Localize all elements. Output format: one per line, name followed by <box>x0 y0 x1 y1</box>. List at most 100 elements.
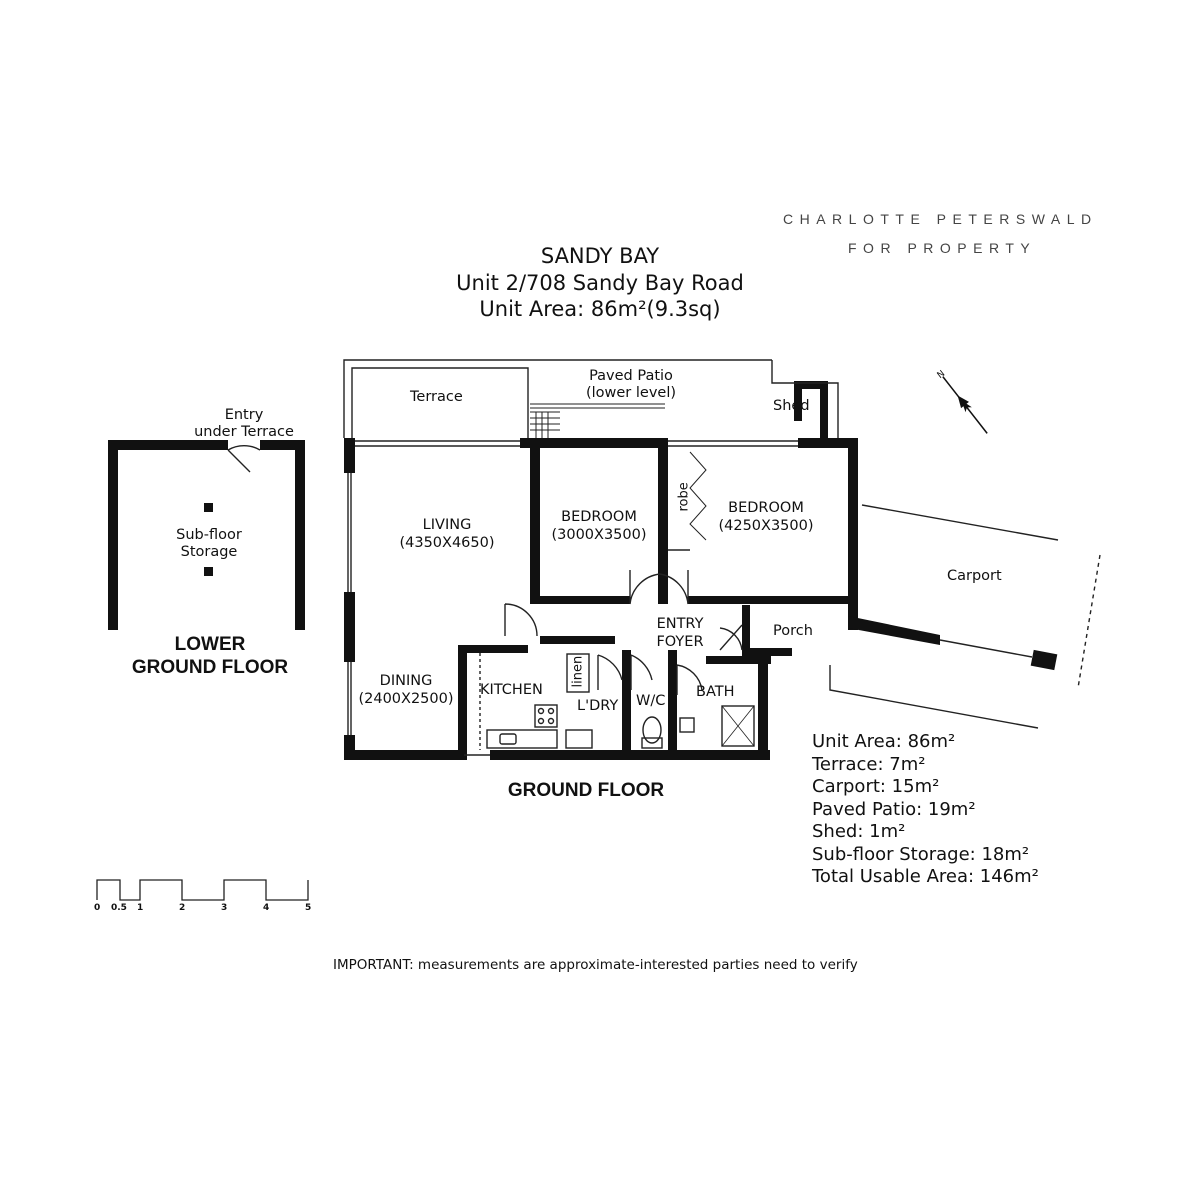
porch-label: Porch <box>773 623 813 639</box>
wc-east-wall <box>668 650 677 760</box>
entry-door <box>719 624 743 651</box>
porch-wall <box>742 605 750 655</box>
bath-door <box>676 664 703 695</box>
measurement-disclaimer: IMPORTANT: measurements are approximate-… <box>333 957 858 973</box>
wc-door <box>630 654 653 690</box>
lower-ground-floor-label-2: GROUND FLOOR <box>131 657 289 678</box>
scale-label-2: 2 <box>179 903 186 913</box>
shed-left <box>794 381 802 421</box>
lower-column-1 <box>204 503 213 512</box>
paved-patio-sublabel: (lower level) <box>585 385 677 401</box>
shower <box>721 705 755 747</box>
kitchen-west-wall <box>458 645 467 760</box>
area-terrace: Terrace: 7m² <box>812 753 926 775</box>
bedroom-1-dimensions: (3000X3500) <box>551 527 647 543</box>
carport-top-line <box>861 504 1059 541</box>
lower-ground-floor-label-1: LOWER <box>174 634 246 655</box>
lower-right-wall <box>295 440 305 630</box>
subfloor-storage-label-2: Storage <box>180 544 238 560</box>
toilet-bowl <box>642 716 662 744</box>
lower-top-wall-left <box>108 440 228 450</box>
area-subfloor: Sub-floor Storage: 18m² <box>812 843 1030 865</box>
area-paved-patio: Paved Patio: 19m² <box>812 798 976 820</box>
wall-north-bedroom2 <box>798 438 858 448</box>
living-dimensions: (4350X4650) <box>399 535 495 551</box>
carport-wall <box>848 616 940 645</box>
entry-under-terrace-label-2: under Terrace <box>194 424 294 440</box>
entry-under-terrace-label-1: Entry <box>224 407 264 423</box>
ground-floor-label: GROUND FLOOR <box>507 780 665 801</box>
bath-basin <box>679 717 695 733</box>
subfloor-storage-label-1: Sub-floor <box>176 527 242 543</box>
area-unit: Unit Area: 86m² <box>812 731 956 752</box>
scale-label-0: 0 <box>94 903 101 913</box>
carport-post <box>1030 649 1058 671</box>
scale-label-5: 5 <box>305 903 312 913</box>
wall-south-2 <box>490 750 770 760</box>
wc-label: W/C <box>636 693 666 709</box>
terrace-inner <box>351 367 529 438</box>
terrace-label: Terrace <box>410 389 463 405</box>
dining-dimensions: (2400X2500) <box>358 691 454 707</box>
laundry-tub <box>565 729 593 749</box>
paved-patio-label: Paved Patio <box>589 368 673 384</box>
entry-foyer-label-2: FOYER <box>656 634 704 650</box>
bedroom1-south-wall <box>530 596 630 604</box>
bedroom-2-label: BEDROOM <box>728 500 804 516</box>
entry-foyer-label-1: ENTRY <box>656 616 704 632</box>
bedroom-2-dimensions: (4250X3500) <box>718 518 814 534</box>
laundry-door <box>597 654 623 690</box>
wall-south-1 <box>344 750 464 760</box>
laundry-label: L'DRY <box>577 698 619 714</box>
kitchen-label: KITCHEN <box>480 682 543 698</box>
bedroom1-door <box>629 570 661 605</box>
lower-left-wall <box>108 440 118 630</box>
terrace-outline-top <box>343 359 772 438</box>
bath-label: BATH <box>696 684 735 700</box>
kitchen-top-wall <box>458 645 528 653</box>
living-door <box>504 603 538 637</box>
porch-step <box>742 648 792 656</box>
wall-north-bedroom1 <box>520 438 665 448</box>
scale-label-3: 3 <box>221 903 228 913</box>
patio-steps <box>530 403 665 438</box>
area-carport: Carport: 15m² <box>812 776 940 797</box>
robe-label: robe <box>676 482 692 512</box>
scale-label-1: 1 <box>137 903 144 913</box>
shed-top <box>794 381 826 389</box>
cooktop <box>534 704 558 728</box>
wall-east <box>848 438 858 608</box>
lower-top-wall-right <box>260 440 305 450</box>
toilet-cistern <box>641 737 663 749</box>
brand-name: CHARLOTTE PETERSWALD <box>783 211 1098 227</box>
area-summary: Unit Area: 86m² Terrace: 7m² Carport: 15… <box>812 731 1039 889</box>
area-shed: Shed: 1m² <box>812 821 906 842</box>
carport-bottom-line <box>829 665 1039 729</box>
bedroom2-south-wall <box>688 596 858 604</box>
kitchen-north-partition <box>540 636 615 644</box>
address-title: Unit 2/708 Sandy Bay Road <box>456 271 744 295</box>
bedroom1-west-wall <box>530 438 540 604</box>
brand-tagline: FOR PROPERTY <box>848 240 1037 256</box>
unit-area-title: Unit Area: 86m²(9.3sq) <box>479 297 721 321</box>
linen-cupboard <box>566 653 590 693</box>
bedroom-1-label: BEDROOM <box>561 509 637 525</box>
scale-label-4: 4 <box>263 903 270 913</box>
robe-doors <box>689 451 707 541</box>
dining-label: DINING <box>379 673 433 689</box>
kitchen-bench <box>486 729 558 749</box>
wall-nw <box>344 438 355 473</box>
bath-east-wall <box>758 656 768 760</box>
kitchen-sink <box>499 733 517 745</box>
shed-label: Shed <box>773 398 810 414</box>
wc-west-wall <box>622 650 631 760</box>
north-arrow <box>942 376 988 434</box>
area-total: Total Usable Area: 146m² <box>812 866 1039 887</box>
shed-right <box>820 381 828 439</box>
lower-entry-door <box>227 445 261 473</box>
wall-sw <box>344 735 355 760</box>
living-label: LIVING <box>422 517 472 533</box>
bedroom2-door <box>659 570 689 605</box>
scale-bar <box>96 879 309 901</box>
